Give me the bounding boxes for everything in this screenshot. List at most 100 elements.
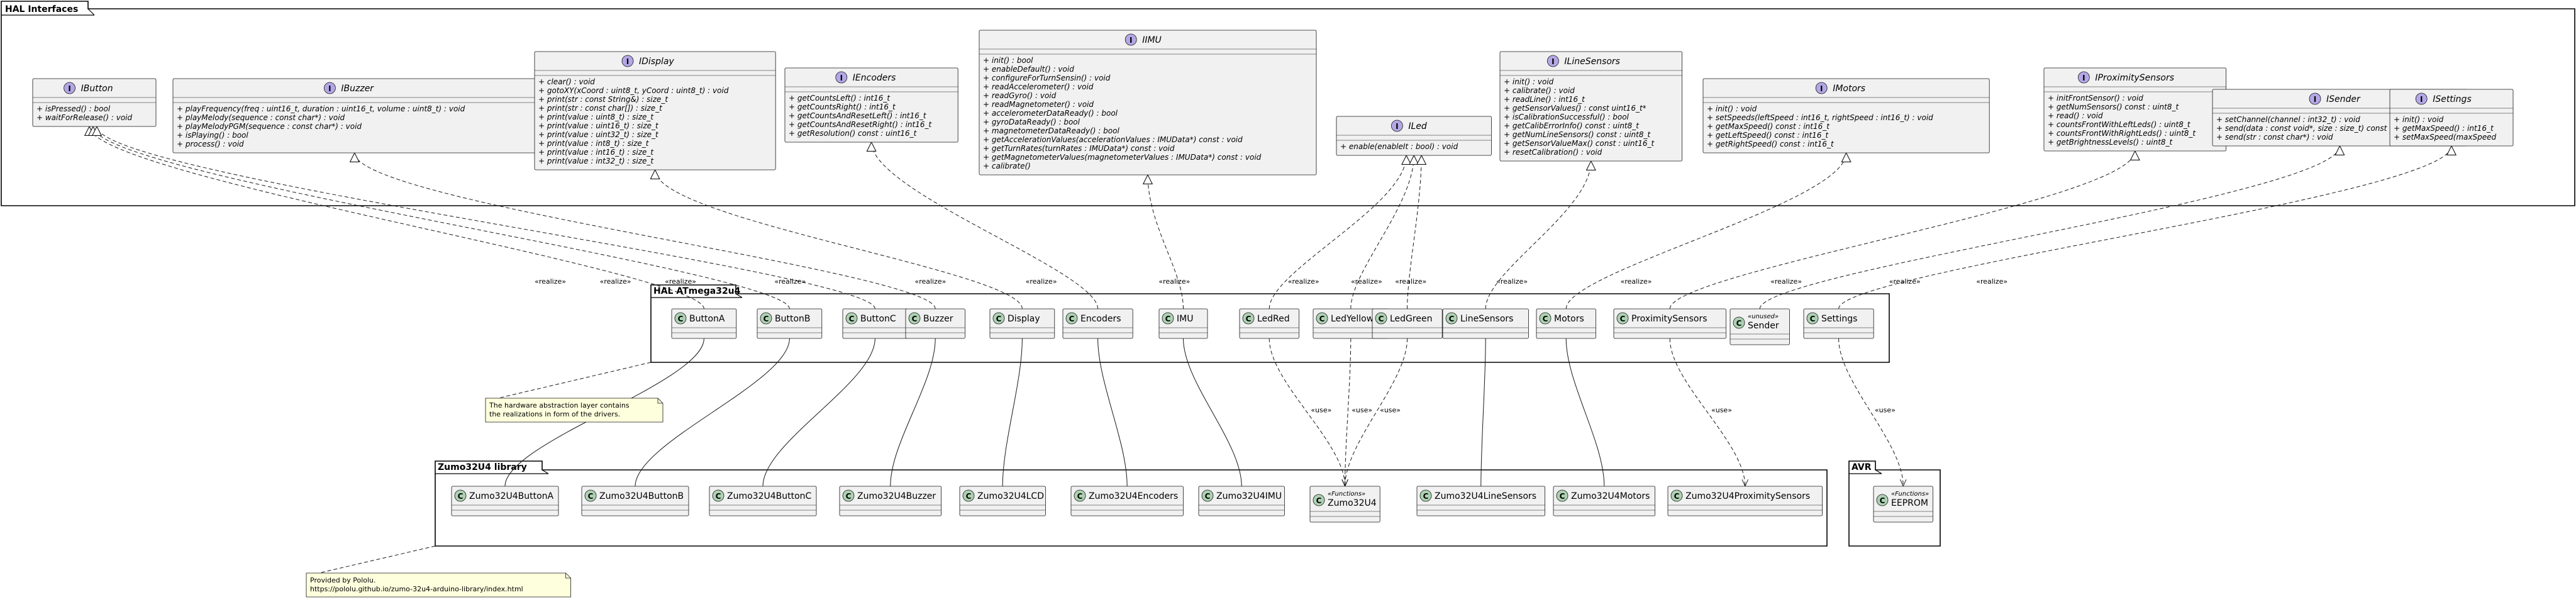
interface-icon — [324, 82, 336, 94]
interface-icon — [2415, 92, 2428, 105]
classifier-name: ButtonC — [860, 314, 896, 324]
member-text: + getSensorValues() : const uint16_t* — [1504, 104, 1646, 113]
member-text: + init() : void — [2394, 115, 2444, 124]
class-icon — [1242, 312, 1255, 325]
badge-letter: I — [1820, 84, 1823, 93]
badge-letter: C — [1543, 315, 1548, 323]
realize-edge — [1565, 153, 1846, 309]
composition-edge — [890, 338, 935, 487]
badge-letter: C — [1069, 315, 1075, 323]
interface-icon — [835, 71, 848, 84]
badge-letter: C — [996, 315, 1002, 323]
class-icon — [1616, 312, 1629, 325]
classifier-name: Zumo32U4ButtonA — [469, 491, 554, 501]
classifier-name: Sender — [1748, 321, 1779, 331]
class-proximity-sensors: C ProximitySensors — [1613, 308, 1726, 339]
member-text: + magnetometerDataReady() : bool — [983, 126, 1119, 135]
classifier-name: LedRed — [1257, 314, 1290, 324]
classifier-name: Zumo32U4LCD — [977, 491, 1044, 501]
member-text: + gotoXY(xCoord : uint8_t, yCoord : uint… — [538, 86, 729, 95]
class-icon — [1065, 312, 1078, 325]
class-icon — [1670, 489, 1683, 502]
class-icon — [1201, 489, 1214, 502]
classifier-name: Zumo32U4Encoders — [1089, 491, 1178, 501]
badge-letter: C — [1810, 315, 1816, 323]
member-text: + getCountsLeft() : int16_t — [789, 94, 891, 103]
classifier-name: ProximitySensors — [1631, 314, 1707, 324]
package-title: Zumo32U4 library — [438, 462, 527, 472]
use-edge — [1669, 338, 1745, 486]
class-icon — [712, 489, 724, 502]
class-icon — [674, 312, 687, 325]
member-text: + readAccelerometer() : void — [983, 82, 1094, 91]
interface-icon — [1546, 55, 1559, 67]
badge-letter: I — [2082, 74, 2085, 82]
classifier-name: IMU — [1177, 314, 1193, 324]
badge-letter: C — [912, 315, 918, 323]
member-text: + print(value : int16_t) : size_t — [538, 148, 654, 157]
realize-edge — [1669, 151, 2135, 309]
realize-label: «realize» — [1770, 277, 1802, 286]
member-text: + send(str : const char*) : void — [2216, 133, 2333, 142]
stereotype-label: «Functions» — [1891, 491, 1929, 498]
interface-icon — [1124, 33, 1137, 46]
classifier-name: IProximitySensors — [2095, 73, 2174, 83]
badge-letter: I — [2314, 95, 2316, 104]
badge-letter: C — [1620, 315, 1626, 323]
badge-letter: C — [763, 315, 769, 323]
package-title: HAL ATmega32u4 — [653, 286, 741, 296]
realize-edge — [1838, 146, 2451, 309]
member-text: + getMaxSpeed() const : int16_t — [1707, 122, 1830, 131]
badge-letter: I — [1130, 36, 1132, 45]
use-label: «use» — [1875, 406, 1896, 415]
member-text: + send(data : const void*, size : size_t… — [2216, 124, 2411, 133]
badge-letter: I — [1396, 122, 1398, 131]
badge-letter: C — [716, 492, 721, 501]
member-text: + getCountsAndResetRight() : int16_t — [789, 120, 933, 129]
member-text: + getLeftSpeed() const : int16_t — [1707, 131, 1829, 140]
use-edge — [1345, 338, 1352, 486]
realize-label: «realize» — [1621, 277, 1652, 286]
realize-label: «realize» — [914, 277, 946, 286]
composition-edge — [762, 338, 875, 487]
classifier-name: LineSensors — [1460, 314, 1513, 324]
classifier-name: ILineSensors — [1564, 57, 1620, 67]
realize-label: «realize» — [1026, 277, 1057, 286]
classifier-name: IButton — [81, 84, 113, 94]
realize-edge — [97, 126, 875, 309]
realize-label: «realize» — [1288, 277, 1319, 286]
class-icon — [1419, 489, 1432, 502]
realize-label: «realize» — [774, 277, 806, 286]
member-text: + isPressed() : bool — [36, 104, 111, 113]
classifier-name: Zumo32U4IMU — [1216, 491, 1282, 501]
use-edge — [1838, 338, 1904, 486]
classifier-name: ISender — [2326, 94, 2361, 104]
realize-label: «realize» — [600, 277, 631, 286]
realize-edge — [1759, 146, 2340, 309]
classifier-name: LedYellow — [1331, 314, 1374, 324]
class-sender: C«unused»Sender — [1729, 308, 1790, 345]
member-text: + getBrightnessLevels() : uint8_t — [2048, 138, 2174, 147]
class-icon — [760, 312, 772, 325]
interface-icon — [621, 55, 634, 67]
class-icon — [1445, 312, 1458, 325]
classifier-name: Buzzer — [923, 314, 953, 324]
class-zumo32-u4: C«Functions»Zumo32U4 — [1309, 486, 1380, 523]
badge-letter: C — [1319, 315, 1325, 323]
member-text: + process() : void — [177, 140, 244, 148]
member-text: + getResolution() const : uint16_t — [789, 129, 918, 138]
interface-icon — [1815, 82, 1828, 94]
member-text: + playFrequency(freq : uint16_t, duratio… — [177, 104, 465, 113]
classifier-name: IMotors — [1833, 84, 1865, 94]
member-text: + print(value : int32_t) : size_t — [538, 157, 654, 165]
badge-letter: C — [1379, 315, 1384, 323]
realize-edge — [1350, 155, 1414, 309]
